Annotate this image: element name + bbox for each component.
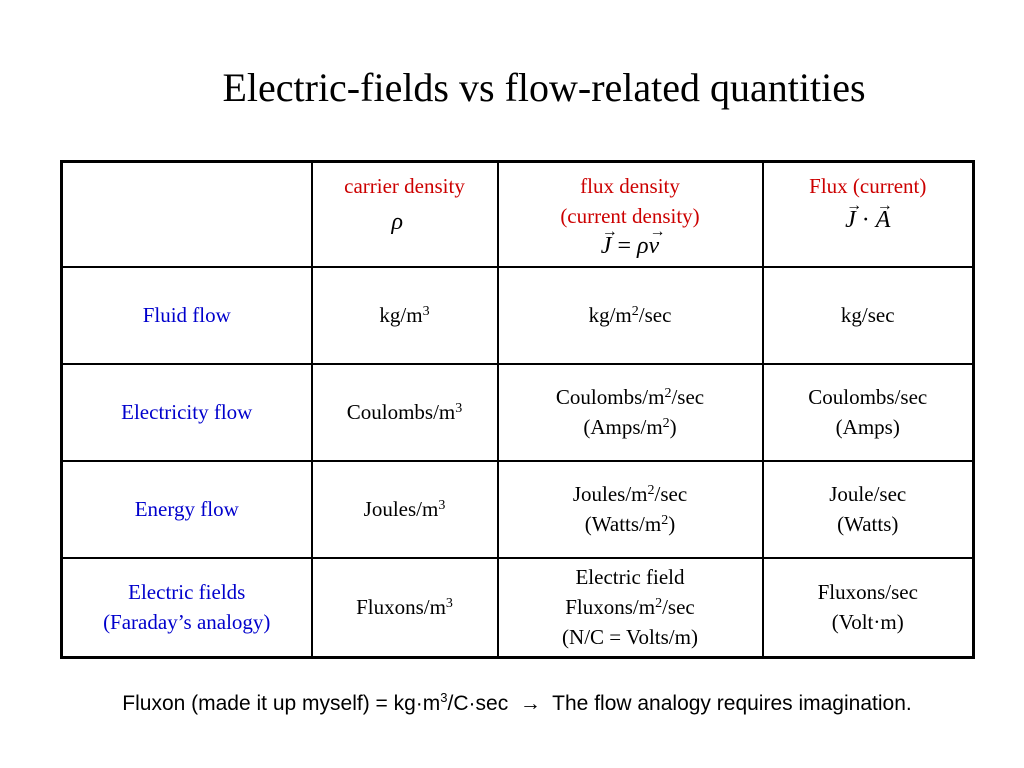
current-density-formula: →J = ρ→v	[600, 223, 666, 260]
table-cell: Coulombs/m3	[310, 362, 499, 462]
header-carrier-density: carrier density ρ	[310, 160, 499, 268]
header-row: carrier density ρ flux density (current …	[60, 160, 975, 268]
vector-j: →J	[845, 197, 863, 234]
header-empty-cell	[60, 160, 313, 268]
table-row: Electricity flow Coulombs/m3 Coulombs/m2…	[60, 362, 975, 462]
table-cell: kg/sec	[761, 265, 975, 365]
right-arrow-icon: →	[519, 692, 541, 715]
header-label: carrier density	[344, 174, 465, 198]
table-cell: Joules/m3	[310, 459, 499, 559]
row-label: Energy flow	[60, 459, 313, 559]
table-cell: Fluxons/sec(Volt·m)	[761, 556, 975, 659]
comparison-table: carrier density ρ flux density (current …	[60, 160, 975, 659]
header-flux-current: Flux (current) →J · →A	[761, 160, 975, 268]
vector-a: →A	[875, 197, 893, 234]
rho-symbol: ρ	[391, 209, 404, 235]
header-label-sub: (current density)	[560, 204, 700, 228]
vector-j: →J	[600, 223, 618, 260]
table-cell: Coulombs/sec(Amps)	[761, 362, 975, 462]
row-label: Fluid flow	[60, 265, 313, 365]
slide-title: Electric-fields vs flow-related quantiti…	[222, 65, 866, 110]
vector-v: →v	[648, 223, 666, 260]
footnote: Fluxon (made it up myself) = kg·m3/C·sec…	[122, 690, 912, 715]
table-cell: Joules/m2/sec(Watts/m2)	[496, 459, 764, 559]
table-cell: Fluxons/m3	[310, 556, 499, 659]
row-label: Electric fields(Faraday’s analogy)	[60, 556, 313, 659]
table-cell: Coulombs/m2/sec(Amps/m2)	[496, 362, 764, 462]
row-label: Electricity flow	[60, 362, 313, 462]
header-label: Flux (current)	[809, 174, 927, 198]
table-cell: Joule/sec(Watts)	[761, 459, 975, 559]
table-row: Electric fields(Faraday’s analogy) Fluxo…	[60, 556, 975, 659]
table-row: Fluid flow kg/m3 kg/m2/sec kg/sec	[60, 265, 975, 365]
header-flux-density: flux density (current density) →J = ρ→v	[496, 160, 764, 268]
header-label: flux density	[580, 174, 680, 198]
table-cell: kg/m3	[310, 265, 499, 365]
table-cell: kg/m2/sec	[496, 265, 764, 365]
table-row: Energy flow Joules/m3 Joules/m2/sec(Watt…	[60, 459, 975, 559]
flux-formula: →J · →A	[845, 197, 893, 234]
